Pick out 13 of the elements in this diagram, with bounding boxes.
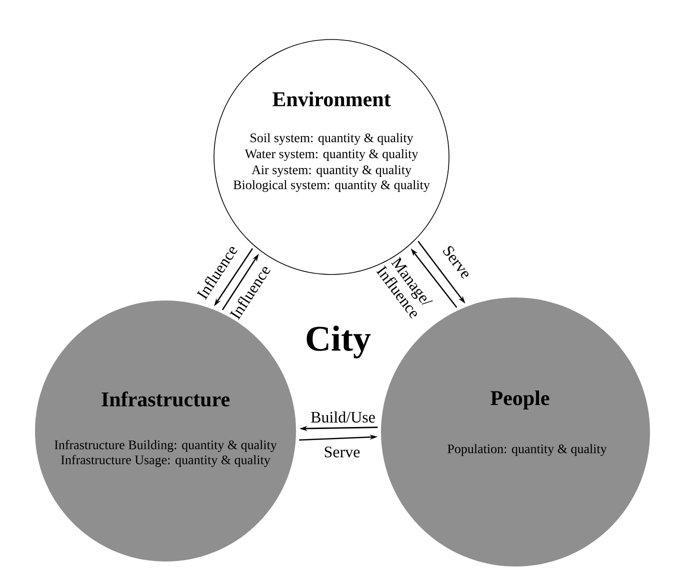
description-text: Infrastructure Usage: quantity & quality bbox=[61, 455, 270, 467]
description-text: Biological system: quantity & quality bbox=[233, 180, 430, 192]
center-label: City bbox=[306, 326, 371, 358]
edge-label: Build/Use bbox=[311, 411, 375, 423]
heading: Environment bbox=[272, 92, 391, 106]
description-text: Water system: quantity & quality bbox=[244, 149, 418, 161]
description-text: Population: quantity & quality bbox=[448, 444, 607, 456]
description-text: Infrastructure Building: quantity & quality bbox=[54, 440, 277, 452]
description-text: Soil system: quantity & quality bbox=[250, 133, 414, 145]
edge-label: Serve bbox=[324, 446, 360, 458]
heading: Infrastructure bbox=[102, 391, 230, 406]
heading: People bbox=[490, 390, 550, 410]
description-text: Air system: quantity & quality bbox=[252, 165, 412, 177]
